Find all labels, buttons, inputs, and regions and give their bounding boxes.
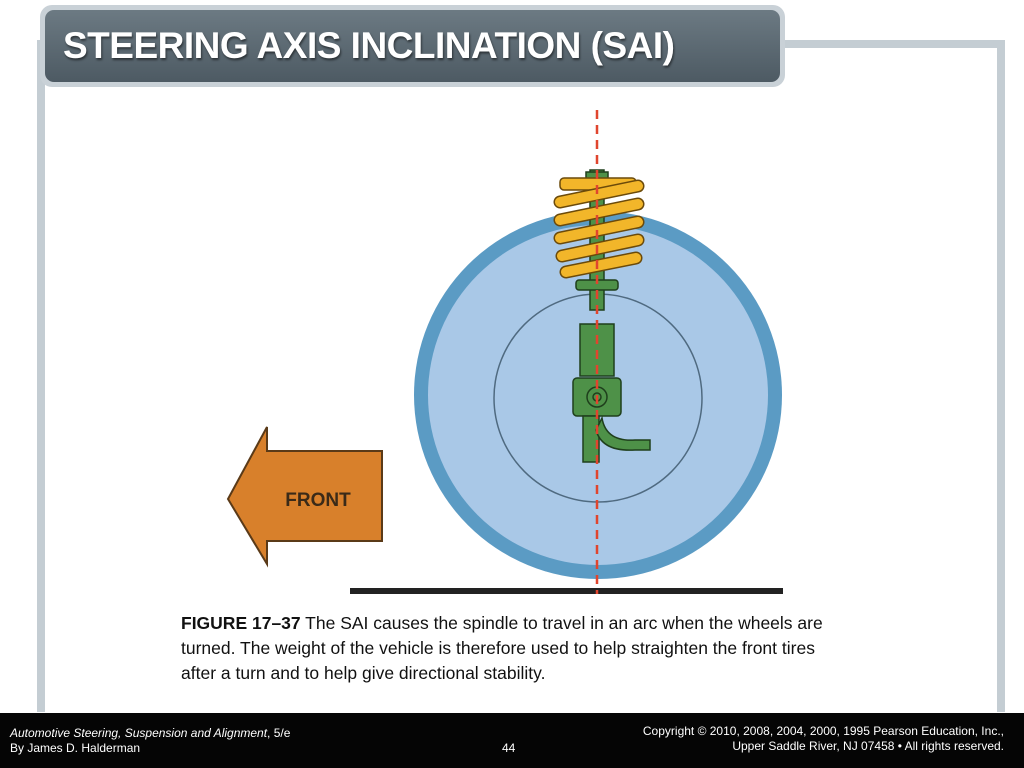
footer-author: By James D. Halderman: [10, 741, 141, 755]
figure-number: FIGURE 17–37: [181, 613, 301, 633]
footer-edition: , 5/e: [267, 726, 291, 740]
slide-frame-left: [37, 40, 45, 712]
figure-caption: FIGURE 17–37 The SAI causes the spindle …: [181, 611, 841, 686]
title-bar: STEERING AXIS INCLINATION (SAI): [40, 5, 785, 87]
front-arrow-icon: FRONT: [226, 426, 383, 568]
sai-illustration: FRONT: [226, 110, 783, 594]
slide-frame-right: [997, 40, 1005, 712]
ground-line: [350, 588, 783, 594]
coil-spring-icon: [553, 177, 645, 291]
sai-figure: FRONT: [210, 100, 830, 600]
page-number: 44: [502, 741, 516, 755]
footer-book-title: Automotive Steering, Suspension and Alig…: [10, 726, 268, 740]
front-arrow-label: FRONT: [285, 490, 351, 511]
footer-copyright-line2: Upper Saddle River, NJ 07458 • All right…: [732, 739, 1004, 753]
footer-copyright-line1: Copyright © 2010, 2008, 2004, 2000, 1995…: [642, 724, 1004, 738]
caption-text: The SAI causes the spindle to travel in …: [181, 613, 823, 683]
footer: Automotive Steering, Suspension and Alig…: [0, 713, 1024, 768]
footer-book: Automotive Steering, Suspension and Alig…: [10, 726, 290, 740]
slide-title: STEERING AXIS INCLINATION (SAI): [63, 25, 675, 66]
title-bar-inner: STEERING AXIS INCLINATION (SAI): [45, 10, 780, 82]
